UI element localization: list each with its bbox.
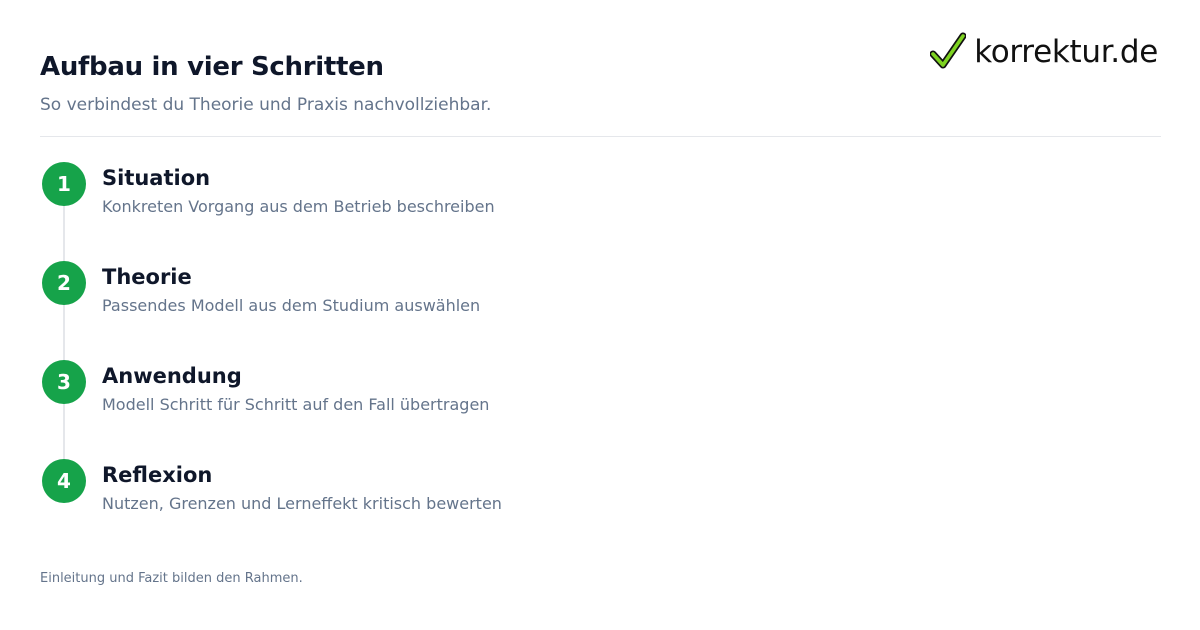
page-subtitle: So verbindest du Theorie und Praxis nach… — [40, 95, 492, 115]
step-description: Konkreten Vorgang aus dem Betrieb beschr… — [102, 197, 495, 216]
checkmark-icon — [930, 32, 967, 69]
step-title: Theorie — [102, 265, 192, 289]
step-title: Situation — [102, 166, 211, 190]
page-title: Aufbau in vier Schritten — [40, 52, 384, 82]
step-number-badge: 4 — [42, 459, 86, 503]
step-description: Modell Schritt für Schritt auf den Fall … — [102, 395, 490, 414]
step-theorie: 2 Theorie Passendes Modell aus dem Studi… — [40, 259, 1040, 329]
logo: korrektur.de — [930, 30, 1158, 74]
timeline-connector — [63, 184, 65, 481]
step-number-badge: 3 — [42, 360, 86, 404]
step-title: Anwendung — [102, 364, 242, 388]
step-description: Nutzen, Grenzen und Lerneffekt kritisch … — [102, 494, 502, 513]
step-number-badge: 2 — [42, 261, 86, 305]
logo-text: korrektur.de — [974, 34, 1158, 70]
step-title: Reflexion — [102, 463, 213, 487]
step-description: Passendes Modell aus dem Studium auswähl… — [102, 296, 481, 315]
step-number-badge: 1 — [42, 162, 86, 206]
step-anwendung: 3 Anwendung Modell Schritt für Schritt a… — [40, 358, 1040, 428]
footer-note: Einleitung und Fazit bilden den Rahmen. — [40, 571, 303, 586]
step-situation: 1 Situation Konkreten Vorgang aus dem Be… — [40, 160, 1040, 230]
step-reflexion: 4 Reflexion Nutzen, Grenzen und Lerneffe… — [40, 457, 1040, 527]
header-divider — [40, 136, 1161, 137]
steps-timeline: 1 Situation Konkreten Vorgang aus dem Be… — [40, 160, 1140, 530]
